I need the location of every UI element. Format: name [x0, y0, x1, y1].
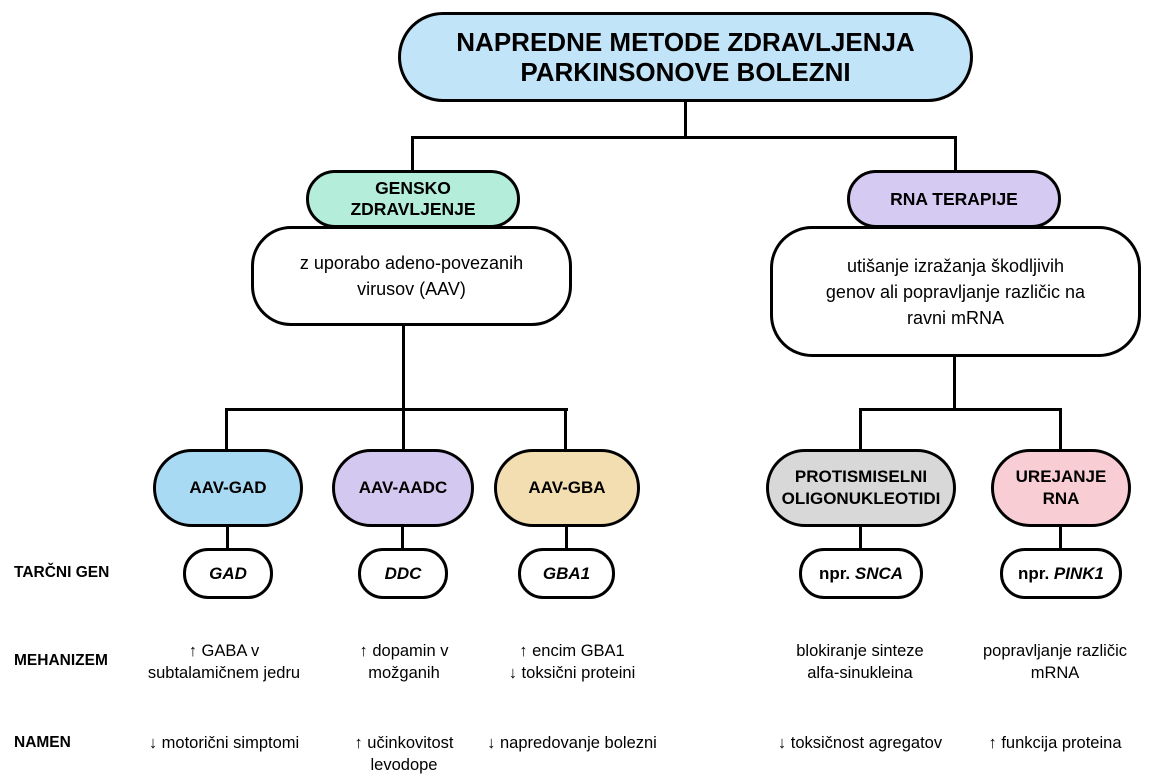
gene-node-pink1: npr. PINK1: [1000, 548, 1122, 599]
method-node-aav-aadc: AAV-AADC: [332, 449, 474, 527]
mechanism-aav-aadc: ↑ dopamin v možganih: [359, 642, 449, 682]
gene-therapy-description: z uporabo adeno-povezanih virusov (AAV): [251, 226, 572, 326]
gene-node-snca: npr. SNCA: [799, 548, 923, 599]
connector-aso-drop: [859, 408, 862, 451]
connector-rna-horizontal: [860, 408, 1062, 411]
purpose-aav-aadc: ↑ učinkovitost levodope: [354, 734, 454, 774]
gene-node-gad: GAD: [183, 548, 273, 599]
connector-aav-gba-drop: [564, 408, 567, 451]
connector-gba1-gene: [565, 525, 568, 550]
method-node-rna-editing: UREJANJE RNA: [991, 449, 1131, 527]
connector-aav-stem: [402, 326, 405, 450]
connector-rna-stem: [953, 357, 956, 411]
rna-therapy-node: RNA TERAPIJE: [847, 170, 1061, 228]
connector-snca-gene: [859, 525, 862, 550]
rna-therapy-description: utišanje izražanja škodljivih genov ali …: [770, 226, 1141, 357]
gene-name: GAD: [209, 563, 247, 583]
connector-aav-gad-drop: [225, 408, 228, 451]
gene-prefix: npr.: [818, 563, 855, 583]
gene-node-gba1: GBA1: [518, 548, 615, 599]
connector-rna-therapy-drop: [954, 136, 957, 176]
gene-prefix: npr.: [1018, 563, 1054, 583]
mechanism-rna-editing: popravljanje različic mRNA: [983, 642, 1127, 682]
connector-editing-drop: [1059, 408, 1062, 451]
gene-name: DDC: [384, 563, 422, 583]
gene-node-ddc: DDC: [358, 548, 448, 599]
row-label-target-gene: TARČNI GEN: [14, 564, 110, 581]
purpose-rna-editing: ↑ funkcija proteina: [988, 734, 1122, 752]
gene-therapy-node: GENSKO ZDRAVLJENJE: [306, 170, 520, 228]
root-node: NAPREDNE METODE ZDRAVLJENJA PARKINSONOVE…: [398, 12, 973, 102]
connector-gad-gene: [226, 525, 229, 550]
row-label-mechanism: MEHANIZEM: [14, 652, 108, 669]
connector-root-stem: [684, 101, 687, 139]
gene-name: GBA1: [542, 563, 591, 583]
row-label-purpose: NAMEN: [14, 734, 71, 751]
mechanism-antisense-oligonucleotides: blokiranje sinteze alfa-sinukleina: [796, 642, 924, 682]
connector-ddc-gene: [401, 525, 404, 550]
connector-aav-horizontal: [226, 408, 568, 411]
purpose-aav-gba: ↓ napredovanje bolezni: [487, 734, 657, 752]
mechanism-aav-gba: ↑ encim GBA1 ↓ toksični proteini: [508, 642, 636, 682]
gene-name: SNCA: [854, 563, 904, 583]
gene-name: PINK1: [1053, 563, 1104, 583]
method-node-aav-gad: AAV-GAD: [153, 449, 303, 527]
mechanism-aav-gad: ↑ GABA v subtalamičnem jedru: [147, 642, 301, 682]
connector-level1-horizontal: [412, 136, 957, 139]
method-node-aav-gba: AAV-GBA: [494, 449, 640, 527]
connector-pink1-gene: [1059, 525, 1062, 550]
connector-gene-therapy-drop: [411, 136, 414, 176]
method-node-antisense-oligonucleotides: PROTISMISELNI OLIGONUKLEOTIDI: [766, 449, 956, 527]
purpose-aav-gad: ↓ motorični simptomi: [148, 734, 300, 752]
purpose-antisense-oligonucleotides: ↓ toksičnost agregatov: [777, 734, 943, 752]
